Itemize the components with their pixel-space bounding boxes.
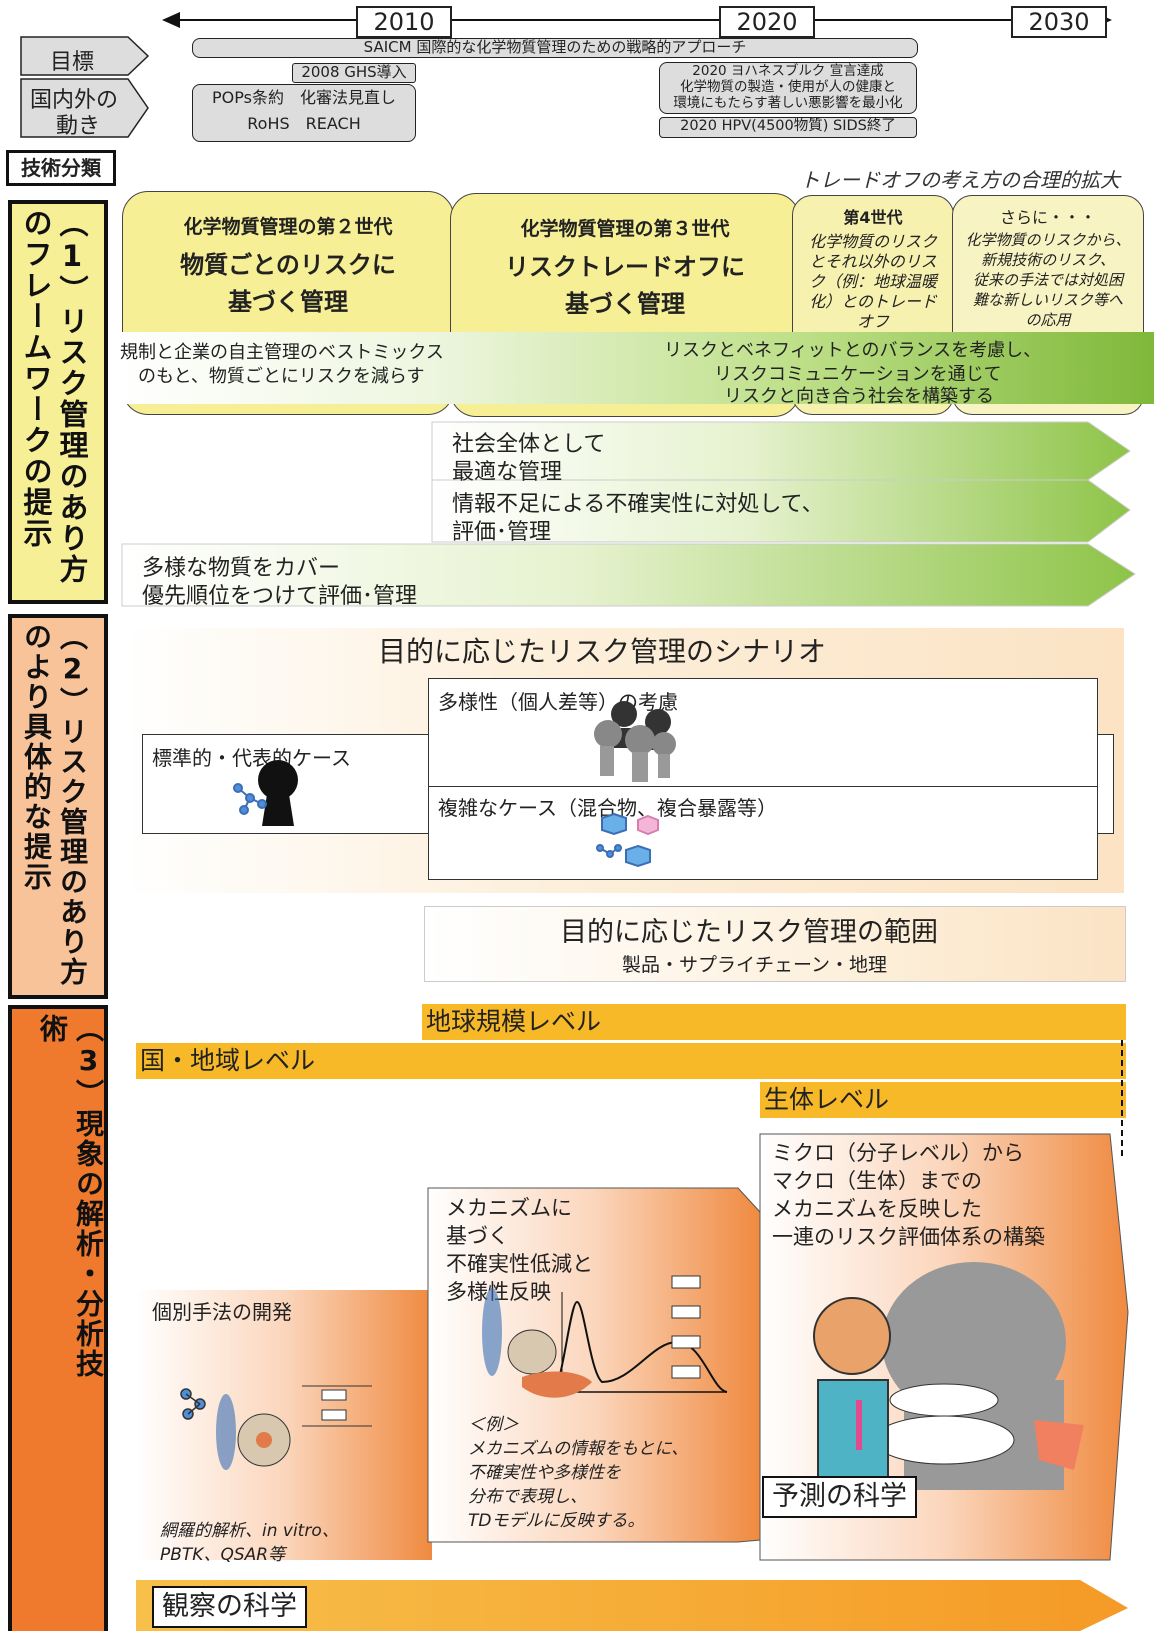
gen3-title: 化学物質管理の第３世代 [520, 218, 730, 240]
arrow-uncertainty [431, 479, 1131, 543]
pops-line-2: RoHS REACH [247, 114, 361, 133]
bottom-arrow [136, 1580, 1128, 1631]
beyond-line-1: 化学物質のリスクから、 [965, 231, 1131, 249]
arrow-society-optimal [431, 421, 1131, 481]
tradeoff-note: トレードオフの考え方の合理的拡大 [800, 168, 1120, 192]
band-left-line-1: 規制と企業の自主管理のベストミックス [120, 342, 444, 363]
year-2010: 2010 [356, 6, 452, 38]
gen4-line-1: 化学物質のリスク [808, 232, 937, 251]
gen4-line-5: オフ [856, 312, 889, 331]
band-left-line-2: のもと、物質ごとにリスクを減らす [138, 366, 425, 387]
methods-line-2: PBTK、QSAR等 [160, 1545, 286, 1565]
arrow2-line-2: 評価･管理 [452, 520, 552, 545]
bio-level-bar: 生体レベル [760, 1082, 1126, 1118]
beyond-line-3: 従来の手法では対処困 [972, 271, 1123, 289]
micro-line-1: ミクロ（分子レベル）から [772, 1141, 1024, 1165]
global-level-bar: 地球規模レベル [422, 1004, 1126, 1040]
complex-case-box [428, 786, 1098, 880]
hpv-box: 2020 HPV(4500物質) SIDS終了 [659, 117, 917, 138]
arrow-diverse-substances [121, 543, 1136, 607]
example-line-3: 不確実性や多様性を [468, 1463, 621, 1483]
wssd-box: 2020 ヨハネスブルク 宣言達成 化学物質の製造・使用が人の健康と 環境にもた… [659, 62, 917, 114]
keyhole-icon [233, 760, 298, 826]
gen4-line-3: ク（例：地球温暖 [808, 272, 937, 291]
year-2020: 2020 [719, 6, 815, 38]
gen2-line3: 基づく管理 [228, 288, 348, 316]
people-icon [594, 701, 676, 782]
individual-methods-title: 個別手法の開発 [152, 1300, 292, 1324]
saicm-bar: SAICM 国際的な化学物質管理のための戦略的アプローチ [192, 38, 918, 58]
gen2-title: 化学物質管理の第２世代 [183, 216, 393, 238]
movement-label-1: 国内外の [30, 88, 119, 113]
gen4-line-4: 化）とのトレード [809, 292, 937, 311]
section1-label: （1）リスク管理のあり方のフレームワークの提示 [19, 208, 89, 585]
distribution-chart-illustration [482, 1275, 728, 1398]
arrow1-line-1: 社会全体として [452, 432, 606, 457]
gen4-title: 第4世代 [843, 208, 903, 227]
timeline-axis [162, 12, 1112, 28]
section3-label: （3）現象の解析・分析技術 [36, 1014, 105, 1379]
gen4-line-2: とそれ以外のリス [809, 252, 937, 271]
mech-line-2: 基づく [446, 1224, 509, 1248]
risk-framework-illustration [813, 1262, 1084, 1490]
band-right-line-3: リスクと向き合う社会を構築する [724, 386, 994, 407]
mech-line-1: メカニズムに [446, 1196, 572, 1220]
arrow1-line-2: 最適な管理 [452, 460, 563, 485]
micro-line-2: マクロ（生体）までの [772, 1169, 982, 1193]
prediction-science-label: 予測の科学 [762, 1476, 917, 1518]
movement-label-2: 動き [56, 114, 101, 139]
scope-subtitle: 製品・サプライチェーン・地理 [622, 954, 888, 976]
pops-line-1: POPs条約 化審法見直し [212, 88, 396, 107]
micro-line-4: 一連のリスク評価体系の構築 [772, 1225, 1045, 1249]
green-policy-band [114, 332, 1154, 404]
goal-arrow-shape [20, 36, 150, 76]
beyond-title: さらに・・・ [999, 208, 1096, 227]
gen2-line2: 物質ごとのリスクに [180, 251, 396, 279]
ghs-box: 2008 GHS導入 [292, 63, 416, 83]
example-line-4: 分布で表現し、 [468, 1487, 587, 1507]
arrow2-line-1: 情報不足による不確実性に対処して、 [452, 492, 824, 517]
methods-illustration [180, 1385, 372, 1470]
pops-box: POPs条約 化審法見直し RoHS REACH [192, 84, 416, 142]
section3-label-box [8, 1005, 108, 1631]
wssd-line-2: 化学物質の製造・使用が人の健康と [680, 79, 896, 95]
example-line-5: TDモデルに反映する。 [468, 1511, 645, 1531]
methods-line-1: 網羅的解析、in vitro、 [160, 1521, 339, 1541]
arrow3-line-2: 優先順位をつけて評価･管理 [142, 584, 418, 609]
molecules-icon [596, 812, 659, 868]
scope-title: 目的に応じたリスク管理の範囲 [560, 917, 938, 948]
example-line-1: ＜例＞ [468, 1415, 519, 1435]
year-2030: 2030 [1011, 6, 1107, 38]
section2-label-box [8, 614, 108, 999]
movement-arrow-shape [20, 78, 149, 138]
gen3-line2: リスクトレードオフに [505, 253, 745, 281]
micro-line-3: メカニズムを反映した [772, 1197, 982, 1221]
section1-arrows [121, 421, 1136, 607]
goal-label: 目標 [50, 50, 95, 75]
beyond-line-4: 難な新しいリスク等へ [972, 291, 1123, 309]
band-right-line-1: リスクとベネフィットとのバランスを考慮し、 [664, 340, 1042, 361]
gen3-line3: 基づく管理 [565, 290, 685, 318]
example-line-2: メカニズムの情報をもとに、 [468, 1439, 689, 1459]
beyond-line-2: 新規技術のリスク、 [981, 251, 1115, 269]
national-level-bar: 国・地域レベル [136, 1043, 1126, 1079]
bio-level-dashed-edge [1121, 1040, 1123, 1160]
wssd-line-3: 環境にもたらす著しい悪影響を最小化 [673, 95, 903, 111]
section2-label: （2）リスク管理のあり方のより具体的な提示 [20, 622, 89, 987]
beyond-line-5: の応用 [1025, 311, 1071, 329]
band-right-line-2: リスクコミュニケーションを通じて [714, 364, 1002, 385]
diversity-label: 多様性（個人差等）の考慮 [438, 690, 678, 714]
diversity-box [428, 678, 1098, 790]
mech-line-3: 不確実性低減と [446, 1252, 593, 1276]
arrow3-line-1: 多様な物質をカバー [142, 556, 341, 581]
standard-case-label: 標準的・代表的ケース [152, 746, 351, 770]
observation-science-label: 観察の科学 [152, 1586, 307, 1628]
scope-panel [424, 906, 1126, 982]
wssd-line-1: 2020 ヨハネスブルク 宣言達成 [692, 63, 884, 79]
section1-label-box [8, 200, 108, 604]
scenario-title: 目的に応じたリスク管理のシナリオ [378, 635, 827, 668]
tech-category-label: 技術分類 [6, 150, 116, 186]
